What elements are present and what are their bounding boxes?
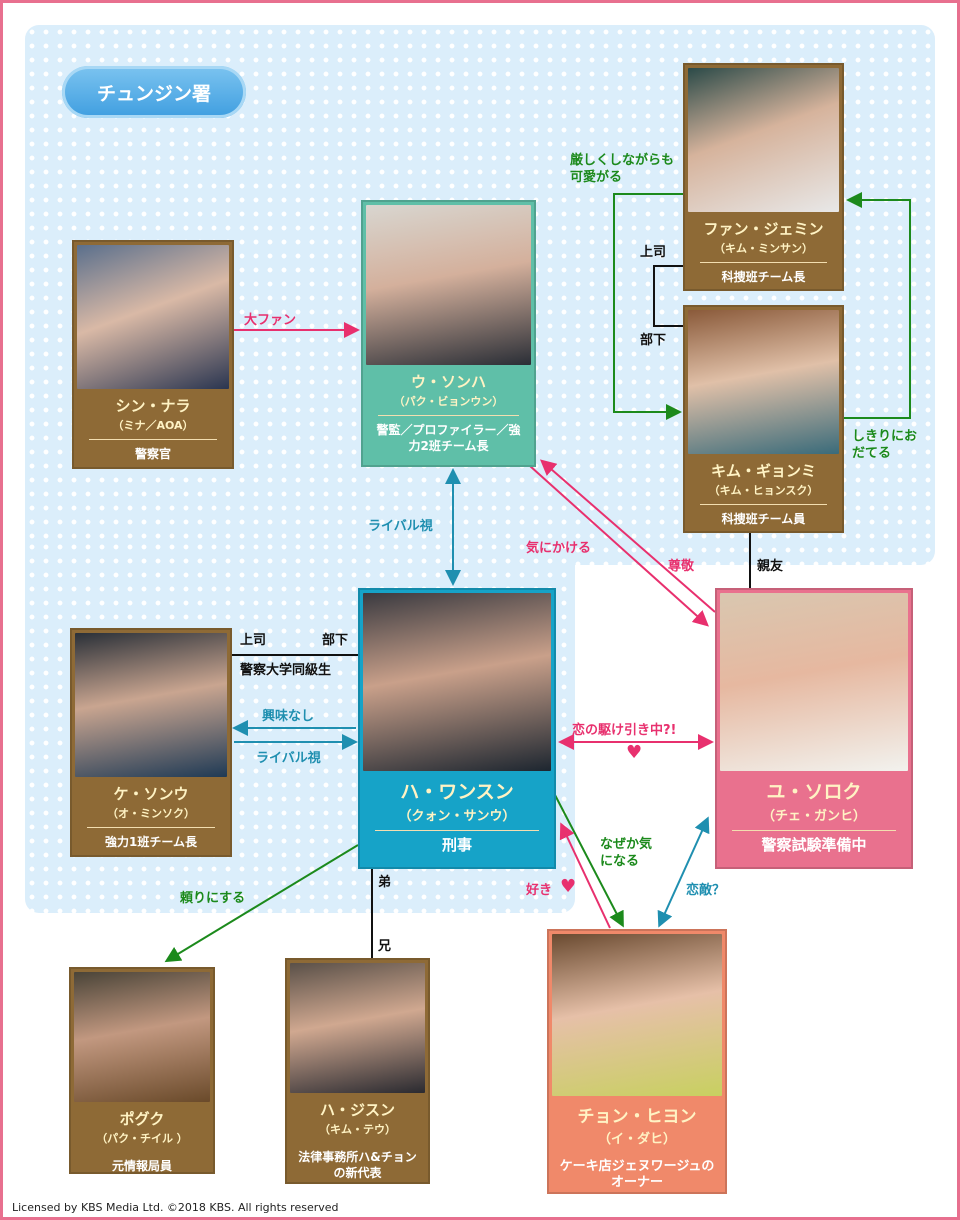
- line-respect: [539, 459, 716, 613]
- name: ユ・ソロク: [766, 781, 862, 803]
- name: ハ・ジスン: [319, 1101, 395, 1119]
- line-somehow: [554, 794, 624, 928]
- label-respect: 尊敬: [668, 559, 695, 574]
- actor: （パク・ビョンウン）: [393, 395, 504, 408]
- actor: （キム・テウ）: [319, 1123, 396, 1136]
- divider: [700, 504, 827, 505]
- label-love-rival: 恋敵？: [686, 883, 726, 898]
- card-bogu[interactable]: ポグク （パク・チイル ） 元情報局員: [69, 967, 215, 1174]
- divider: [378, 415, 519, 416]
- role: 警監／プロファイラー／強力2班チーム長: [376, 423, 521, 453]
- name: ウ・ソンハ: [410, 373, 486, 391]
- line-rely: [164, 844, 359, 963]
- actor: （オ・ミンソク）: [107, 807, 195, 820]
- name: チョン・ヒヨン: [577, 1107, 697, 1127]
- line-strict: [613, 193, 683, 420]
- photo-fan-jemin: [688, 68, 839, 212]
- actor: （イ・ダヒ）: [597, 1132, 676, 1147]
- divider: [732, 830, 896, 831]
- photo-ha-wonsun: [363, 593, 551, 771]
- label-sub1: 部下: [640, 333, 667, 348]
- actor: （キム・ヒョンスク）: [708, 484, 819, 497]
- group-title: チュンジン署: [62, 66, 246, 118]
- name: ファン・ジェミン: [703, 220, 824, 238]
- label-no-interest: 興味なし: [262, 709, 315, 724]
- role: 元情報局員: [111, 1159, 172, 1173]
- role: 科捜班チーム員: [721, 512, 806, 526]
- role: 警察試験準備中: [761, 836, 867, 854]
- card-jung-hiyon[interactable]: チョン・ヒヨン （イ・ダヒ） ケーキ店ジェヌワージュのオーナー: [547, 929, 727, 1194]
- label-sub2: 部下: [322, 633, 349, 648]
- photo-woo-sonha: [366, 205, 531, 365]
- divider: [375, 830, 539, 831]
- label-rival1: ライバル視: [368, 519, 433, 534]
- photo-bogu: [74, 972, 210, 1102]
- card-kim-gyonmi[interactable]: キム・ギョンミ （キム・ヒョンスク） 科捜班チーム員: [683, 305, 844, 533]
- name: シン・ナラ: [115, 397, 191, 415]
- actor: （パク・チイル ）: [96, 1132, 188, 1145]
- photo-jung-hiyon: [552, 934, 722, 1096]
- label-classmate: 警察大学同級生: [240, 663, 332, 678]
- label-flatter: しきりにおだてる: [852, 429, 918, 461]
- role: 強力1班チーム長: [105, 835, 197, 849]
- label-younger: 弟: [378, 875, 392, 890]
- photo-shin-nara: [77, 245, 229, 389]
- photo-ke-sonu: [75, 633, 227, 777]
- copyright-footer: Licensed by KBS Media Ltd. ©2018 KBS. Al…: [12, 1201, 339, 1214]
- role: 警察官: [134, 447, 171, 461]
- label-somehow: なぜか気になる: [600, 837, 653, 869]
- actor: （キム・ミンサン）: [714, 242, 813, 255]
- name: ポグク: [119, 1110, 165, 1128]
- heart-icon-like: ♥: [560, 876, 577, 897]
- card-yu-soroku[interactable]: ユ・ソロク （チェ・ガンヒ） 警察試験準備中: [715, 588, 913, 869]
- label-best-friend: 親友: [757, 559, 784, 574]
- label-love-game: 恋の駆け引き中?!: [572, 723, 677, 738]
- card-ha-jisun[interactable]: ハ・ジスン （キム・テウ） 法律事務所ハ&チョンの新代表: [285, 958, 430, 1184]
- photo-ha-jisun: [290, 963, 425, 1093]
- label-rely: 頼りにする: [180, 891, 246, 906]
- divider: [87, 827, 215, 828]
- actor: （クォン・サンウ）: [398, 809, 516, 824]
- label-rival2: ライバル視: [256, 751, 321, 766]
- divider: [700, 262, 827, 263]
- label-boss1: 上司: [640, 245, 667, 260]
- photo-yu-soroku: [720, 593, 908, 771]
- card-fan-jemin[interactable]: ファン・ジェミン （キム・ミンサン） 科捜班チーム長: [683, 63, 844, 291]
- heart-icon: ♥: [626, 742, 643, 763]
- label-like: 好き: [526, 883, 553, 898]
- card-ha-wonsun[interactable]: ハ・ワンスン （クォン・サンウ） 刑事: [358, 588, 556, 869]
- card-woo-sonha[interactable]: ウ・ソンハ （パク・ビョンウン） 警監／プロファイラー／強力2班チーム長: [361, 200, 536, 467]
- role: 法律事務所ハ&チョンの新代表: [298, 1150, 417, 1180]
- name: ケ・ソンウ: [113, 785, 189, 803]
- label-big-fan: 大ファン: [244, 313, 297, 328]
- line-flatter: [844, 192, 911, 419]
- name: キム・ギョンミ: [710, 462, 816, 480]
- photo-kim-gyonmi: [688, 310, 839, 454]
- line-like: [559, 822, 611, 929]
- role: 科捜班チーム長: [721, 270, 806, 284]
- line-care: [529, 465, 709, 627]
- label-care: 気にかける: [526, 541, 592, 556]
- actor: （チェ・ガンヒ）: [761, 809, 866, 824]
- role: ケーキ店ジェヌワージュのオーナー: [559, 1159, 715, 1190]
- label-boss2: 上司: [240, 633, 267, 648]
- role: 刑事: [441, 836, 472, 854]
- actor: （ミナ／AOA）: [112, 419, 194, 432]
- label-strict-cute: 厳しくしながらも可愛がる: [570, 153, 675, 185]
- line-love-rival: [657, 816, 710, 928]
- line-boss-sub: [653, 265, 683, 327]
- name: ハ・ワンスン: [400, 781, 514, 803]
- label-elder: 兄: [378, 939, 392, 954]
- card-ke-sonu[interactable]: ケ・ソンウ （オ・ミンソク） 強力1班チーム長: [70, 628, 232, 857]
- card-shin-nara[interactable]: シン・ナラ （ミナ／AOA） 警察官: [72, 240, 234, 469]
- divider: [89, 439, 217, 440]
